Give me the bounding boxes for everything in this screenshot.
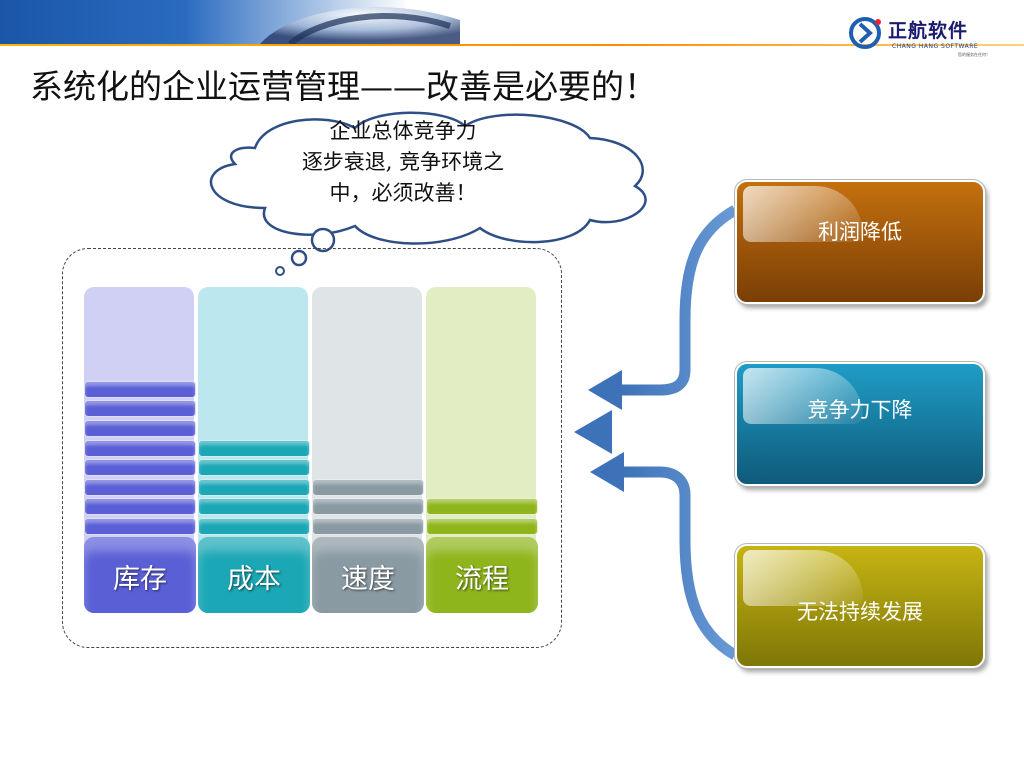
factor-label: 流程 xyxy=(426,537,538,613)
thought-line: 中，必须改善！ xyxy=(329,181,477,205)
factor-layer xyxy=(84,518,196,535)
factor-layer xyxy=(84,400,196,418)
effect-box: 无法持续发展 xyxy=(734,543,986,669)
slide-title: 系统化的企业运营管理——改善是必要的！ xyxy=(30,67,657,106)
thought-line: 企业总体竞争力 xyxy=(329,119,477,143)
factor-layer xyxy=(84,439,196,457)
factor-layer xyxy=(312,478,424,496)
arrow-bottom xyxy=(622,466,738,660)
factors-panel xyxy=(62,248,562,648)
thought-text: 企业总体竞争力 逐步衰退, 竞争环境之 中，必须改善！ xyxy=(258,116,548,209)
company-logo: 正航软件 CHANG HANG SOFTWARE 您的服务在任何！ xyxy=(848,10,1018,60)
arrows-graphic xyxy=(574,205,738,660)
logo-name: 正航软件 xyxy=(888,20,969,42)
factor-layer xyxy=(84,498,196,516)
factor-layer xyxy=(312,498,424,516)
factor-layer xyxy=(426,518,538,535)
factor-layer xyxy=(84,380,196,398)
factor-layer xyxy=(84,478,196,496)
header-banner xyxy=(0,0,1024,46)
arrow-top xyxy=(620,205,738,396)
factor-label: 速度 xyxy=(312,537,424,613)
factor-label: 成本 xyxy=(198,537,310,613)
thought-line: 逐步衰退, 竞争环境之 xyxy=(301,150,505,174)
banner-swoosh-graphic xyxy=(260,7,460,44)
factor-layer xyxy=(426,498,538,516)
factor-layer xyxy=(84,420,196,437)
box-gloss xyxy=(743,186,863,242)
effect-label: 利润降低 xyxy=(818,220,902,244)
thought-cloud xyxy=(209,111,647,276)
factor-layer xyxy=(198,459,310,477)
logo-slogan: 您的服务在任何！ xyxy=(958,52,990,57)
box-gloss xyxy=(743,368,863,424)
logo-subtitle: CHANG HANG SOFTWARE xyxy=(892,43,979,50)
logo-mark-icon xyxy=(849,17,881,49)
effect-box: 利润降低 xyxy=(734,179,986,305)
banner-underline xyxy=(0,44,1024,46)
box-gloss xyxy=(743,550,863,606)
factor-layer xyxy=(198,498,310,516)
effect-label: 竞争力下降 xyxy=(807,398,913,422)
factor-layer xyxy=(198,478,310,496)
factor-layer xyxy=(84,459,196,477)
factor-layer xyxy=(198,518,310,535)
factor-label: 库存 xyxy=(84,537,196,613)
effect-box: 竞争力下降 xyxy=(734,361,986,487)
factor-layer xyxy=(312,518,424,535)
factor-layer xyxy=(198,439,310,457)
effect-label: 无法持续发展 xyxy=(797,600,923,624)
